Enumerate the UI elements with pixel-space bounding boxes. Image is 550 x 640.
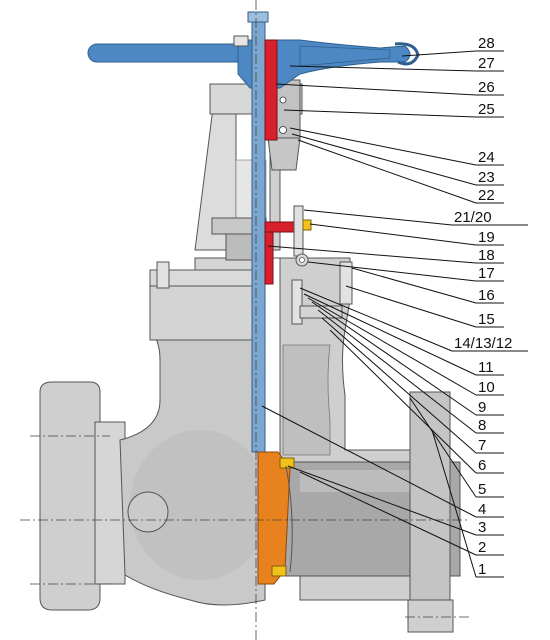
- body-belly: [130, 430, 270, 580]
- callout-label-23: 3: [478, 519, 486, 536]
- callout-leader-7: [297, 139, 477, 204]
- callout-leader-5: [289, 127, 477, 166]
- gland-nut-yellow: [302, 219, 312, 231]
- left-flange: [39, 381, 101, 611]
- callout-leader-13: [345, 285, 477, 328]
- eyebolt-pin-inner: [299, 257, 305, 263]
- centerlines: [20, 0, 470, 640]
- callout-leader-6: [291, 133, 477, 186]
- yoke-arm-left: [194, 91, 237, 251]
- callout-leader-25: [431, 429, 477, 578]
- callout-label-13: 15: [478, 311, 495, 328]
- bearing-ball: [279, 126, 287, 134]
- yoke-nut: [264, 39, 278, 141]
- handwheel: [87, 35, 420, 89]
- callout-label-4: 25: [478, 101, 495, 118]
- callout-label-9: 19: [478, 229, 495, 246]
- callout-leader-22: [261, 405, 477, 518]
- callout-label-12: 16: [478, 287, 495, 304]
- callout-leader-23: [287, 465, 477, 536]
- callout-leader-16: [307, 297, 477, 396]
- wedge-and-seats: [257, 451, 295, 585]
- seat-ring-upper: [279, 457, 295, 469]
- bonnet-stud-center: [291, 279, 303, 325]
- body-boss: [127, 491, 169, 533]
- callout-leader-14: [299, 287, 453, 352]
- callout-label-11: 17: [478, 265, 495, 282]
- callout-label-18: 8: [478, 417, 486, 434]
- callout-leader-11: [307, 261, 477, 282]
- callout-leader-20: [329, 329, 477, 474]
- callout-label-24: 2: [478, 539, 486, 556]
- stem-shaft: [251, 11, 266, 453]
- callout-label-22: 4: [478, 501, 486, 518]
- seat-ring-right: [285, 465, 293, 573]
- callout-label-20: 6: [478, 457, 486, 474]
- callout-leader-12: [351, 267, 477, 304]
- callout-label-8: 21/20: [454, 209, 492, 226]
- callout-label-14: 14/13/12: [454, 335, 512, 352]
- bonnet-stud-right: [339, 261, 353, 305]
- seat-ring-lower: [271, 565, 287, 577]
- bearing-ball-upper: [279, 96, 287, 104]
- stem-top: [247, 11, 269, 23]
- callout-label-25: 1: [478, 561, 486, 578]
- handwheel-spoke-right: [299, 45, 391, 67]
- callout-label-17: 9: [478, 399, 486, 416]
- right-flange: [409, 391, 451, 625]
- callout-label-6: 23: [478, 169, 495, 186]
- callout-label-19: 7: [478, 437, 486, 454]
- callout-leader-3: [275, 83, 477, 96]
- body-cavity: [282, 344, 331, 456]
- callout-leader-1: [401, 50, 477, 57]
- callout-leader-15: [303, 293, 477, 376]
- callout-label-15: 11: [478, 359, 494, 376]
- callout-leader-4: [283, 109, 477, 118]
- right-flange-bottom: [407, 599, 454, 633]
- yoke-sleeve: [267, 137, 301, 171]
- callouts: 2827262524232221/20191817161514/13/12111…: [261, 35, 528, 578]
- callout-label-21: 5: [478, 481, 486, 498]
- handwheel-nut: [233, 35, 249, 47]
- callout-leader-9: [309, 223, 477, 246]
- red-parts: [264, 39, 300, 285]
- callout-label-10: 18: [478, 247, 495, 264]
- bonnet-stud-left: [156, 261, 170, 289]
- wedge: [257, 451, 291, 585]
- callout-label-7: 22: [478, 187, 495, 204]
- callout-leader-19: [321, 317, 477, 454]
- callout-leader-17: [311, 301, 477, 416]
- callout-label-2: 27: [478, 55, 495, 72]
- callout-label-16: 10: [478, 379, 495, 396]
- callout-label-1: 28: [478, 35, 495, 52]
- yoke: [194, 79, 303, 261]
- callout-leader-18: [317, 309, 477, 434]
- callout-label-5: 24: [478, 149, 495, 166]
- valve-body: [39, 257, 461, 633]
- callout-leader-24: [299, 471, 477, 556]
- callout-leader-21: [409, 397, 477, 498]
- callout-label-3: 26: [478, 79, 495, 96]
- callout-leader-2: [289, 65, 477, 72]
- callout-leader-8: [303, 209, 453, 226]
- packing: [264, 231, 274, 285]
- callout-leader-10: [267, 245, 477, 264]
